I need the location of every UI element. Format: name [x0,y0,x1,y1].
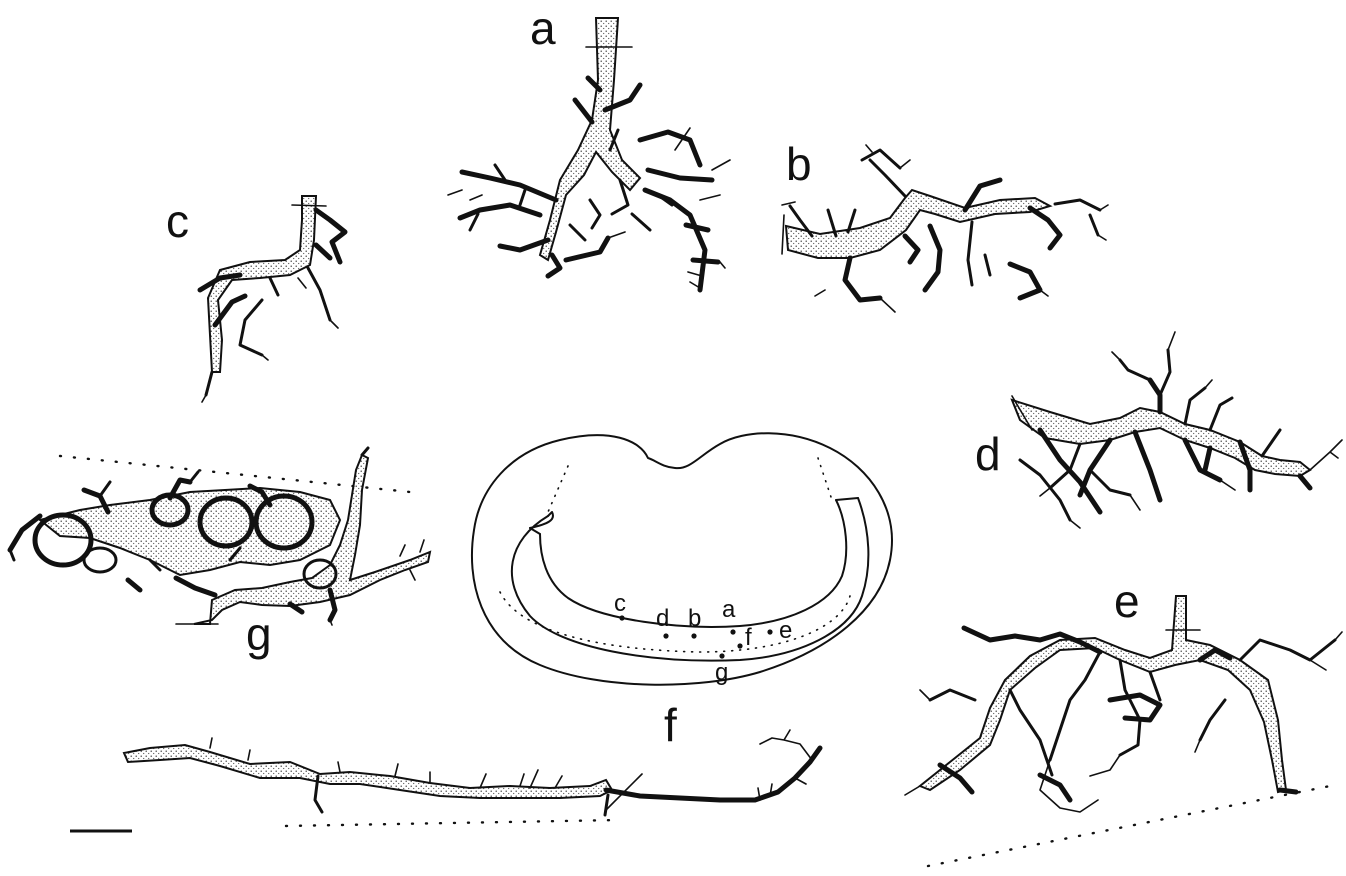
panel-label-f: f [664,699,677,751]
neuron-g: g [10,448,430,660]
panel-label-d: d [975,428,1001,480]
location-map: c d b a f e g [472,433,892,686]
panel-label-c: c [166,195,189,247]
neuron-d: d [975,332,1342,528]
panel-label-a: a [530,2,556,54]
map-marker-f: f [745,624,752,651]
neuron-b: b [782,138,1108,312]
panel-label-e: e [1114,575,1140,627]
map-marker-a: a [722,596,736,623]
map-marker-b: b [688,605,701,632]
neuron-e: e [905,575,1342,812]
neuron-f: f [124,699,820,815]
map-marker-e: e [779,617,792,644]
map-marker-c: c [614,590,626,617]
panel-label-b: b [786,138,812,190]
neuron-a: a [448,2,730,290]
map-marker-g: g [715,659,728,686]
neuron-c: c [166,195,345,402]
panel-label-g: g [246,608,272,660]
map-marker-d: d [656,605,669,632]
